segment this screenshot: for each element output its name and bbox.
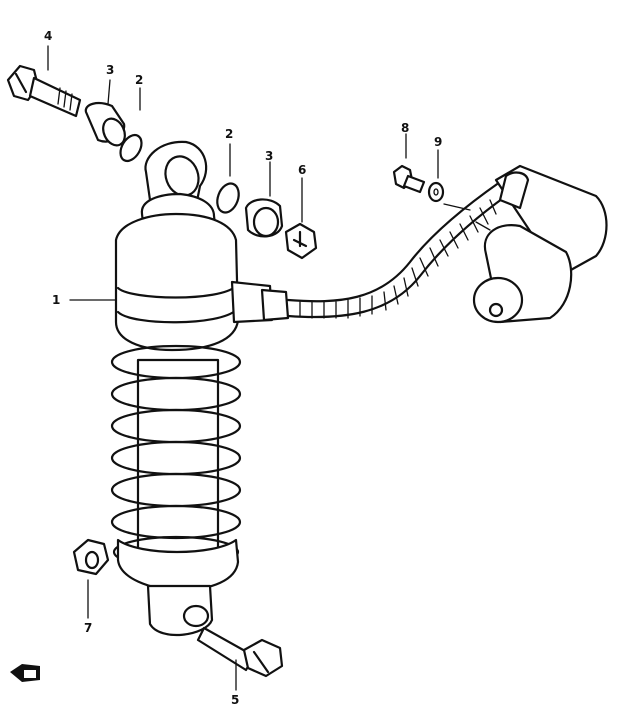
callout-7: 7 bbox=[84, 621, 93, 635]
bolt-8 bbox=[392, 164, 426, 194]
leader-lines bbox=[47, 45, 471, 691]
callout-8: 8 bbox=[401, 121, 410, 135]
callout-4: 4 bbox=[44, 29, 53, 43]
remote-reservoir bbox=[472, 164, 608, 324]
hose bbox=[286, 180, 508, 319]
bolt-4 bbox=[6, 64, 82, 118]
spacer-3a bbox=[84, 102, 126, 147]
spacer-3b bbox=[244, 198, 284, 238]
bolt-5 bbox=[196, 626, 284, 678]
callout-5: 5 bbox=[231, 693, 240, 707]
callout-6: 6 bbox=[298, 163, 307, 177]
callout-3b: 3 bbox=[265, 149, 274, 163]
o-ring-2a bbox=[119, 133, 143, 163]
nut-6 bbox=[284, 222, 318, 260]
callout-3a: 3 bbox=[106, 63, 115, 77]
washer-9 bbox=[427, 181, 445, 203]
callout-9: 9 bbox=[434, 135, 443, 149]
shock-absorber-1 bbox=[110, 140, 290, 637]
o-ring-2b bbox=[216, 182, 240, 214]
callout-1: 1 bbox=[52, 293, 61, 307]
front-direction-icon bbox=[10, 664, 40, 682]
callout-2b: 2 bbox=[225, 127, 234, 141]
callout-2a: 2 bbox=[135, 73, 144, 87]
nut-7 bbox=[72, 538, 110, 576]
coil-spring bbox=[110, 344, 242, 569]
